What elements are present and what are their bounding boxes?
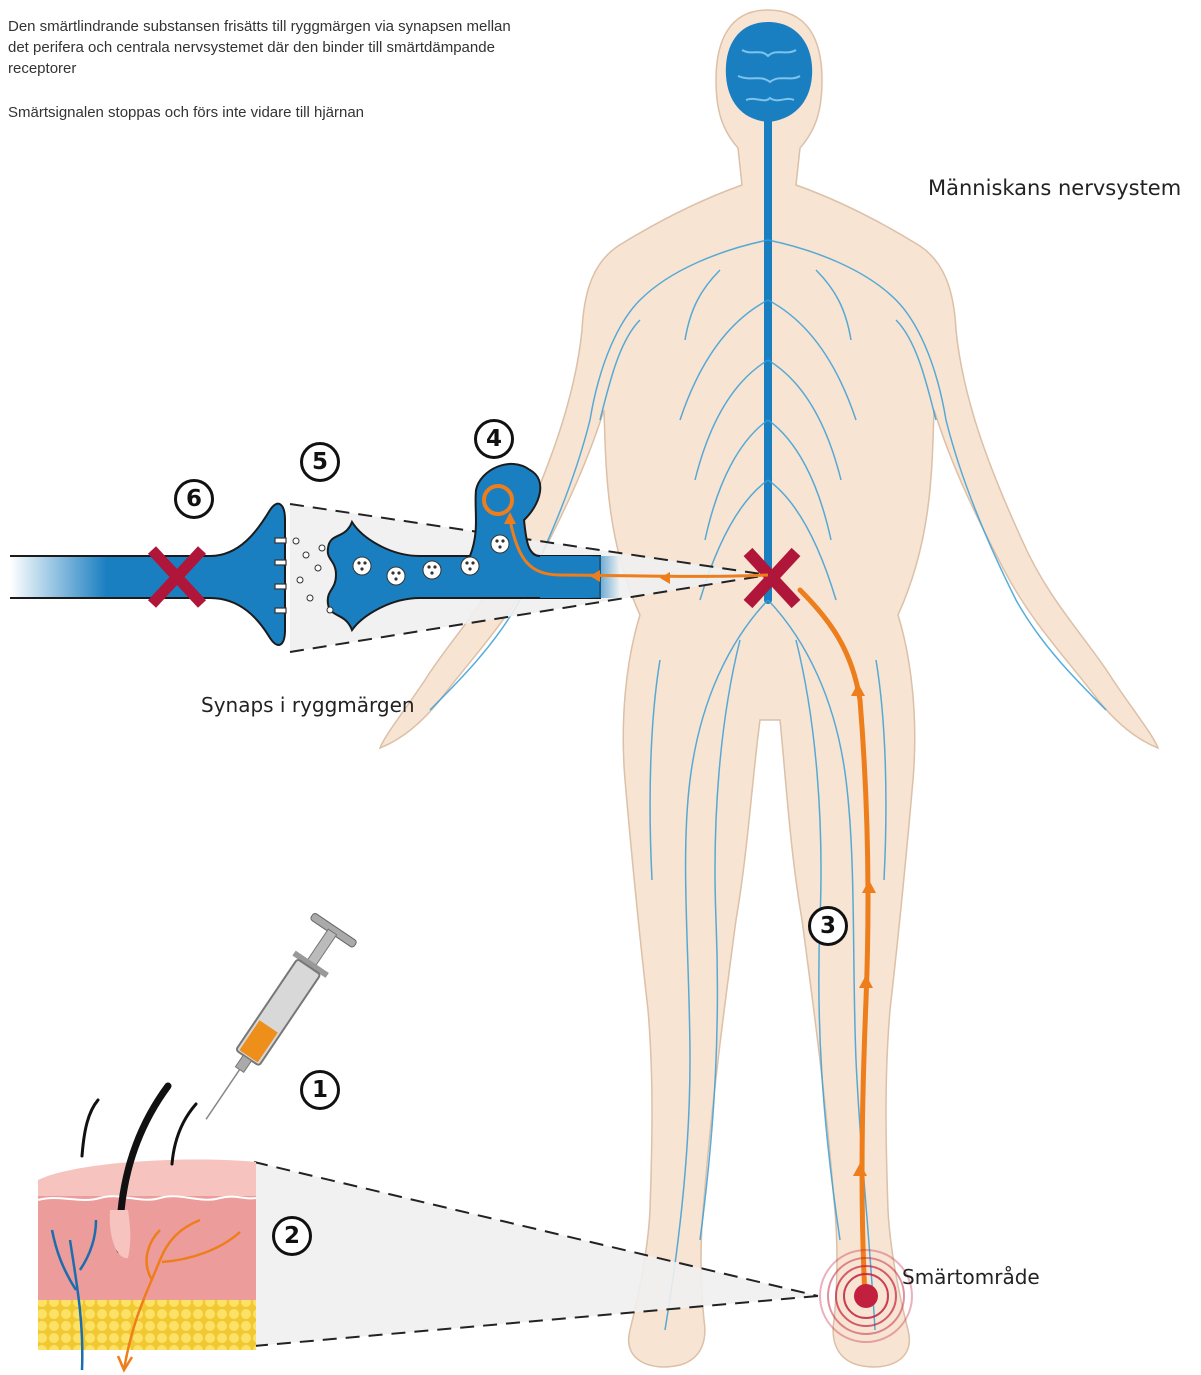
step-marker-6: 6 <box>174 479 214 519</box>
body-label: Människans nervsystem <box>928 176 1181 200</box>
synapse-label: Synaps i ryggmärgen <box>201 693 415 717</box>
step-marker-4: 4 <box>474 419 514 459</box>
pain-area-label: Smärtområde <box>902 1265 1040 1289</box>
step-marker-1: 1 <box>300 1070 340 1110</box>
postsynaptic-neuron <box>10 504 286 645</box>
human-body-figure <box>380 10 1158 1367</box>
step-marker-5: 5 <box>300 442 340 482</box>
brain <box>726 22 812 122</box>
step-marker-3: 3 <box>808 906 848 946</box>
description-text-2: Smärtsignalen stoppas och förs inte vida… <box>8 102 528 123</box>
description-text-1: Den smärtlindrande substansen frisätts t… <box>8 16 528 79</box>
fat-layer <box>38 1300 256 1350</box>
step-marker-2: 2 <box>272 1216 312 1256</box>
skin-zoom-cone <box>254 1162 818 1346</box>
